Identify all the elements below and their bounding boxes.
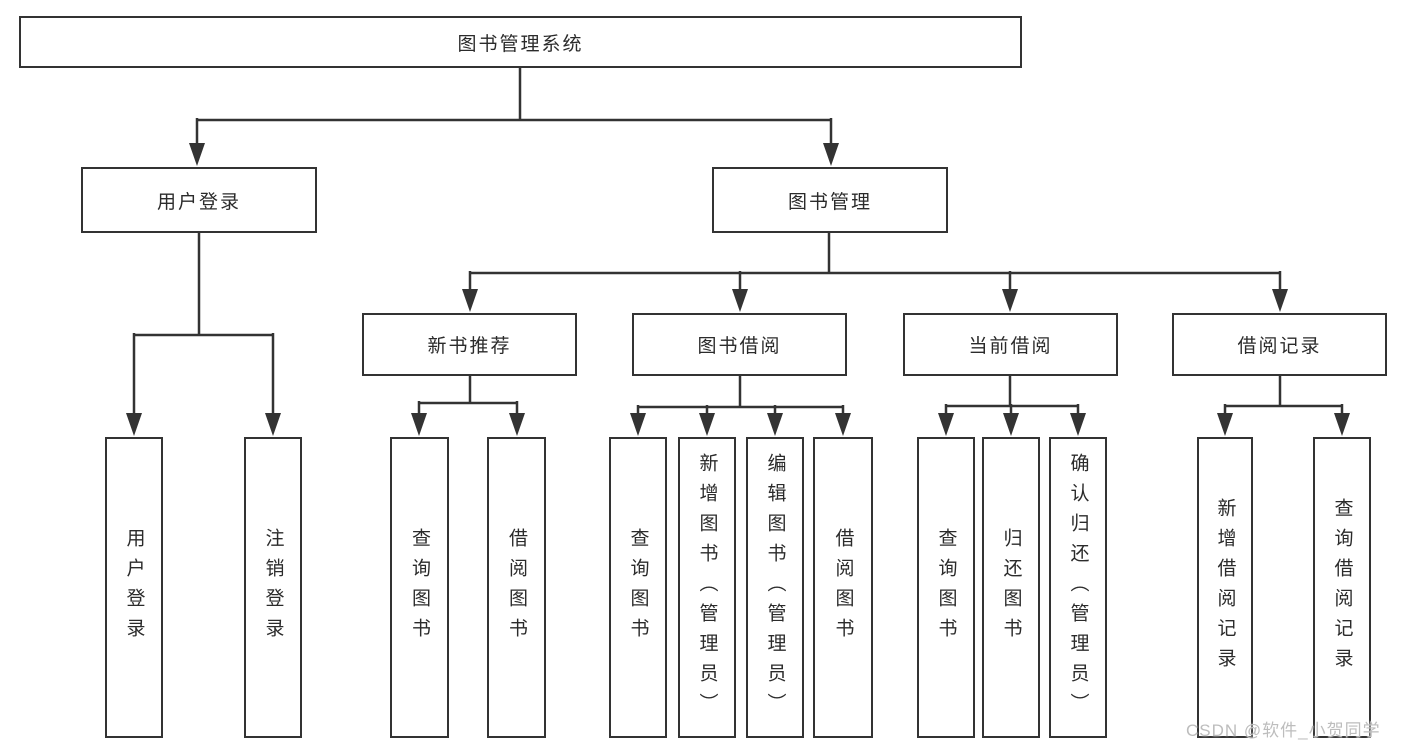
node-current-borrowing: 当前借阅 [903, 313, 1118, 376]
leaf-add-borrow-record: 新增借阅记录 [1197, 437, 1253, 738]
node-borrow-records-label: 借阅记录 [1237, 336, 1322, 357]
leaf-logout-label: 注销登录 [262, 527, 284, 648]
leaf-logout: 注销登录 [244, 437, 302, 738]
leaf-add-borrow-record-label: 新增借阅记录 [1214, 497, 1236, 678]
leaf-query-books-3: 查询图书 [917, 437, 975, 738]
leaf-query-books-1-label: 查询图书 [409, 527, 430, 648]
leaf-add-book-admin-label: 新增图书（管理员） [696, 452, 718, 723]
node-book-borrowing: 图书借阅 [632, 313, 847, 376]
connector-path [132, 68, 1344, 417]
node-user-login: 用户登录 [81, 167, 317, 233]
leaf-user-login: 用户登录 [105, 437, 163, 738]
leaf-borrow-books-1: 借阅图书 [487, 437, 546, 738]
leaf-borrow-books-2-label: 借阅图书 [832, 527, 854, 648]
leaf-add-book-admin: 新增图书（管理员） [678, 437, 736, 738]
node-borrow-records: 借阅记录 [1172, 313, 1387, 376]
node-current-borrowing-label: 当前借阅 [968, 336, 1053, 357]
node-new-book-recommend-label: 新书推荐 [427, 336, 512, 357]
leaf-borrow-books-2: 借阅图书 [813, 437, 873, 738]
watermark: CSDN @软件_小贺同学 [1186, 721, 1381, 740]
arrowheads [126, 143, 1350, 436]
node-book-management-label: 图书管理 [787, 191, 872, 213]
leaf-confirm-return-admin: 确认归还（管理员） [1049, 437, 1107, 738]
leaf-return-book-label: 归还图书 [1000, 527, 1022, 648]
node-user-login-label: 用户登录 [156, 191, 241, 213]
node-book-management: 图书管理 [712, 167, 948, 233]
leaf-borrow-books-1-label: 借阅图书 [506, 527, 527, 648]
leaf-edit-book-admin: 编辑图书（管理员） [746, 437, 804, 738]
node-book-borrowing-label: 图书借阅 [697, 336, 782, 357]
node-new-book-recommend: 新书推荐 [362, 313, 577, 376]
leaf-query-borrow-record-label: 查询借阅记录 [1331, 497, 1353, 678]
leaf-query-books-3-label: 查询图书 [935, 527, 957, 648]
leaf-query-books-2-label: 查询图书 [627, 527, 649, 648]
leaf-query-books-2: 查询图书 [609, 437, 667, 738]
node-library-system: 图书管理系统 [19, 16, 1022, 68]
leaf-return-book: 归还图书 [982, 437, 1040, 738]
leaf-edit-book-admin-label: 编辑图书（管理员） [764, 452, 786, 723]
leaf-confirm-return-admin-label: 确认归还（管理员） [1067, 452, 1089, 723]
leaf-user-login-label: 用户登录 [123, 527, 145, 648]
node-library-system-label: 图书管理系统 [457, 33, 584, 55]
leaf-query-books-1: 查询图书 [390, 437, 449, 738]
leaf-query-borrow-record: 查询借阅记录 [1313, 437, 1371, 738]
